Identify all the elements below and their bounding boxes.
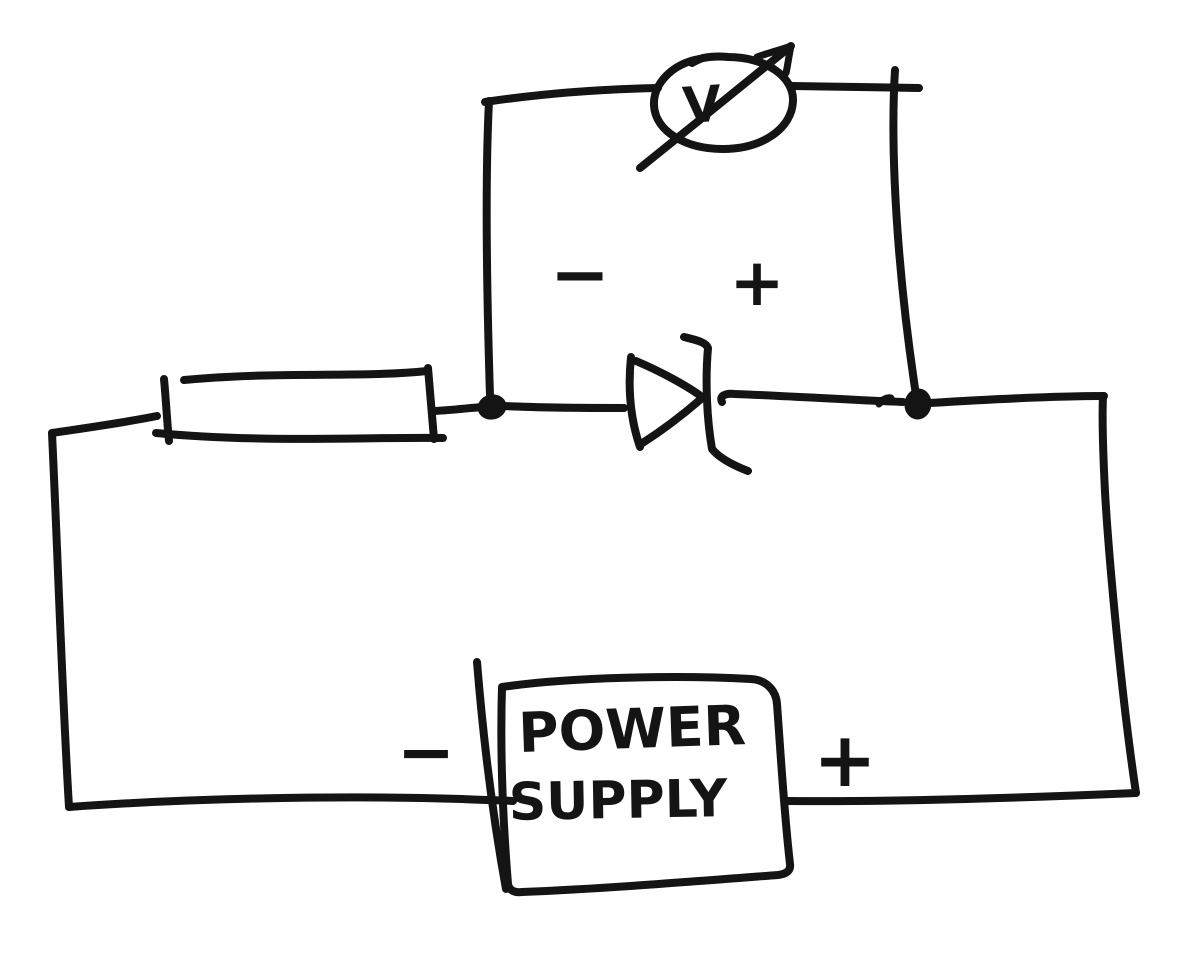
supply-plus-label: + [813,715,877,804]
wire-bottom-left [65,793,517,811]
wire-diode-anode [500,402,628,412]
wire-outer-left-edge [48,429,73,811]
supply-minus-label: − [397,711,456,793]
power-supply-name-line1: POWER [517,693,747,765]
diode-triangle-bottom-slant [637,395,705,448]
diode-triangle-top-slant [632,357,706,401]
resistor-right-lead [431,403,487,415]
power-supply-outline [497,673,795,897]
diode-zener-cathode-bar [680,333,752,475]
voltmeter-label: V [681,75,724,136]
power-supply-box [473,658,795,897]
wire-right-vertical [889,66,920,399]
diode-triangle-left-edge [625,353,644,451]
power-supply-name-line2: SUPPLY [508,769,729,833]
resistor-right-tick [424,364,438,443]
voltmeter-circle [650,52,797,153]
diode-cathode-lead [717,389,907,406]
voltmeter-arrowhead [753,42,795,77]
resistor-bottom-edge [152,429,447,443]
voltmeter-arrow [636,42,795,172]
wire-top-left [481,84,662,106]
wire-left-vertical [482,97,494,400]
power-supply-left-connector [473,658,510,893]
wire-middle-right [926,392,1108,407]
meter-plus-label: + [729,244,784,321]
zener-diode-symbol [625,333,907,475]
wire-hook-before-junction [875,394,895,408]
wire-bottom-right [784,789,1140,806]
meter-minus-label: − [550,232,610,316]
resistor-symbol [152,364,487,445]
wire-top-right [787,82,923,92]
resistor-top-edge [180,367,431,384]
wire-outer-right-edge [1098,392,1140,797]
wire-resistor-left [48,412,161,437]
